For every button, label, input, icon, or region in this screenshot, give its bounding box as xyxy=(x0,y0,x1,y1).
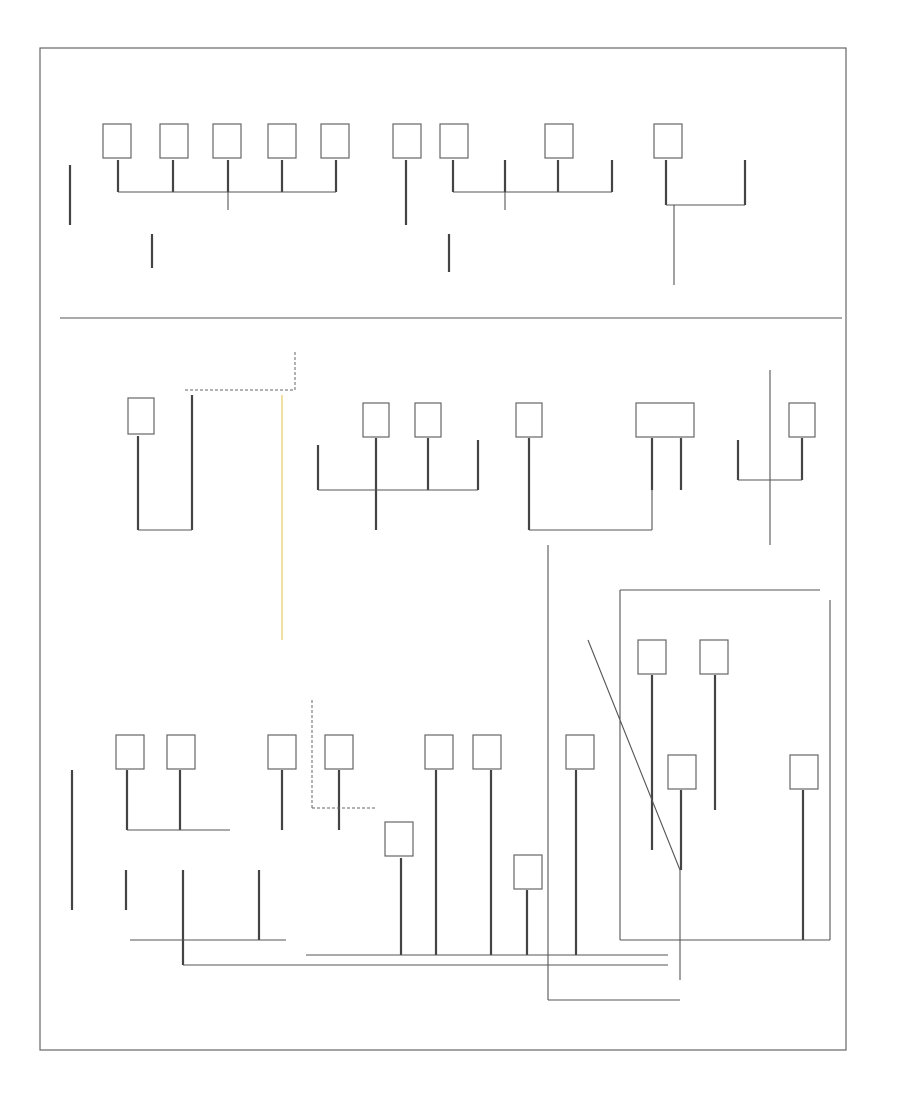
top-right-group xyxy=(653,123,747,285)
top-left-group xyxy=(68,123,350,268)
component-box xyxy=(159,123,189,159)
component-box xyxy=(320,123,350,159)
component-box xyxy=(699,639,729,675)
component-box xyxy=(392,123,422,159)
component-box xyxy=(127,397,155,435)
component-box xyxy=(166,734,196,770)
component-box xyxy=(544,123,574,159)
component-box xyxy=(789,754,819,790)
component-box xyxy=(513,854,543,890)
diagram-frame xyxy=(39,47,847,1051)
component-box xyxy=(212,123,242,159)
component-box xyxy=(439,123,469,159)
component-box xyxy=(637,639,667,675)
component-box xyxy=(788,402,816,438)
component-box xyxy=(414,402,442,438)
component-box xyxy=(267,123,297,159)
component-box xyxy=(653,123,683,159)
component-box xyxy=(515,402,543,438)
component-box xyxy=(565,734,595,770)
middle-section xyxy=(127,352,816,1000)
top-middle-group xyxy=(392,123,614,272)
component-box xyxy=(362,402,390,438)
component-box xyxy=(635,402,695,438)
component-box xyxy=(115,734,145,770)
component-box xyxy=(324,734,354,770)
component-box xyxy=(384,821,414,857)
component-box xyxy=(472,734,502,770)
component-box xyxy=(667,754,697,790)
component-box xyxy=(424,734,454,770)
component-box xyxy=(102,123,132,159)
bottom-section xyxy=(70,589,831,1001)
component-box xyxy=(267,734,297,770)
